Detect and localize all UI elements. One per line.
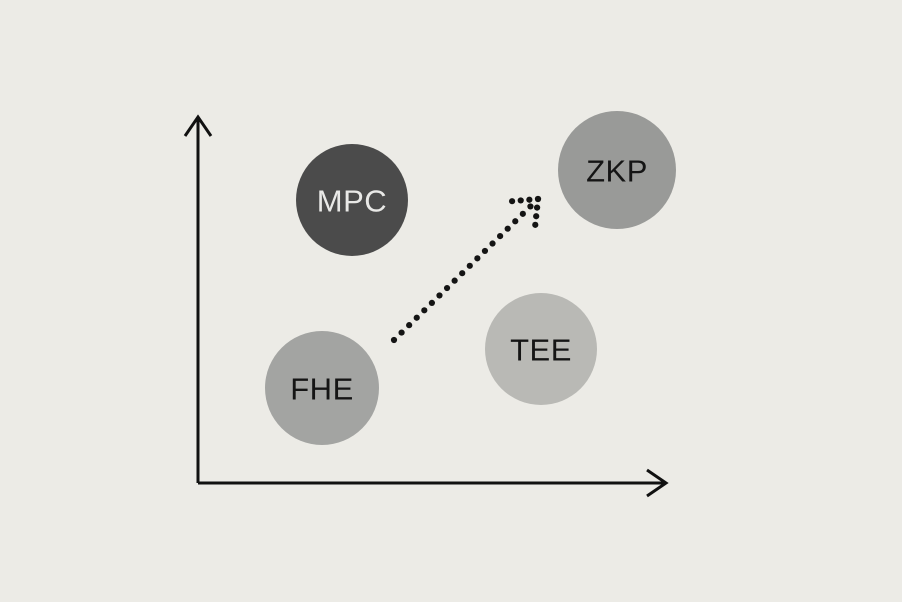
trend-arrowhead-dot — [533, 213, 540, 220]
trend-arrowhead-dot — [508, 198, 516, 205]
bubble-shape[interactable] — [485, 293, 597, 405]
trend-arrow-dot — [489, 240, 496, 247]
trend-arrow-dot — [519, 210, 526, 217]
bubble-mpc[interactable]: MPC — [296, 144, 408, 256]
trend-arrowhead-dot — [532, 221, 539, 228]
trend-arrow-dot — [527, 203, 534, 210]
trend-arrow-dot — [390, 336, 398, 344]
trend-arrow-dot — [474, 255, 481, 262]
trend-arrow-dot — [512, 218, 519, 225]
trend-arrow-dot — [497, 233, 504, 240]
bubble-shape[interactable] — [296, 144, 408, 256]
y-axis-arrowhead — [183, 114, 213, 137]
trend-arrow-dot — [406, 322, 413, 329]
bubble-fhe[interactable]: FHE — [265, 331, 379, 445]
trend-arrow-dot — [504, 225, 511, 232]
trend-arrowhead-dot — [517, 197, 524, 204]
trend-arrow-dot — [451, 277, 458, 284]
trend-arrowhead-dot — [533, 204, 541, 211]
trend-arrow-dot — [413, 314, 420, 321]
bubble-label: FHE — [290, 372, 354, 407]
bubble-shape[interactable] — [558, 111, 676, 229]
trend-arrow-dot — [398, 329, 405, 336]
trend-arrow-dot — [481, 247, 489, 255]
trend-arrow-dot — [428, 299, 435, 306]
bubble-label: ZKP — [586, 154, 648, 189]
trend-arrow-annotation — [390, 195, 542, 344]
trend-arrow-dot — [421, 307, 428, 314]
bubble-zkp[interactable]: ZKP — [558, 111, 676, 229]
trend-arrow-dot — [466, 262, 473, 269]
axes — [183, 114, 669, 498]
trend-arrow-dot — [436, 292, 443, 299]
bubble-shape[interactable] — [265, 331, 379, 445]
trend-arrowhead-dot — [526, 196, 533, 203]
x-axis-arrowhead — [646, 468, 669, 498]
bubble-label: TEE — [510, 333, 572, 368]
bubble-series: MPC ZKP FHE TEE — [265, 111, 676, 445]
trend-arrow-dot — [459, 270, 466, 277]
trend-arrow-dot — [443, 284, 451, 292]
trend-arrowhead-tip-dot — [534, 195, 542, 203]
bubble-tee[interactable]: TEE — [485, 293, 597, 405]
bubble-label: MPC — [317, 184, 387, 219]
